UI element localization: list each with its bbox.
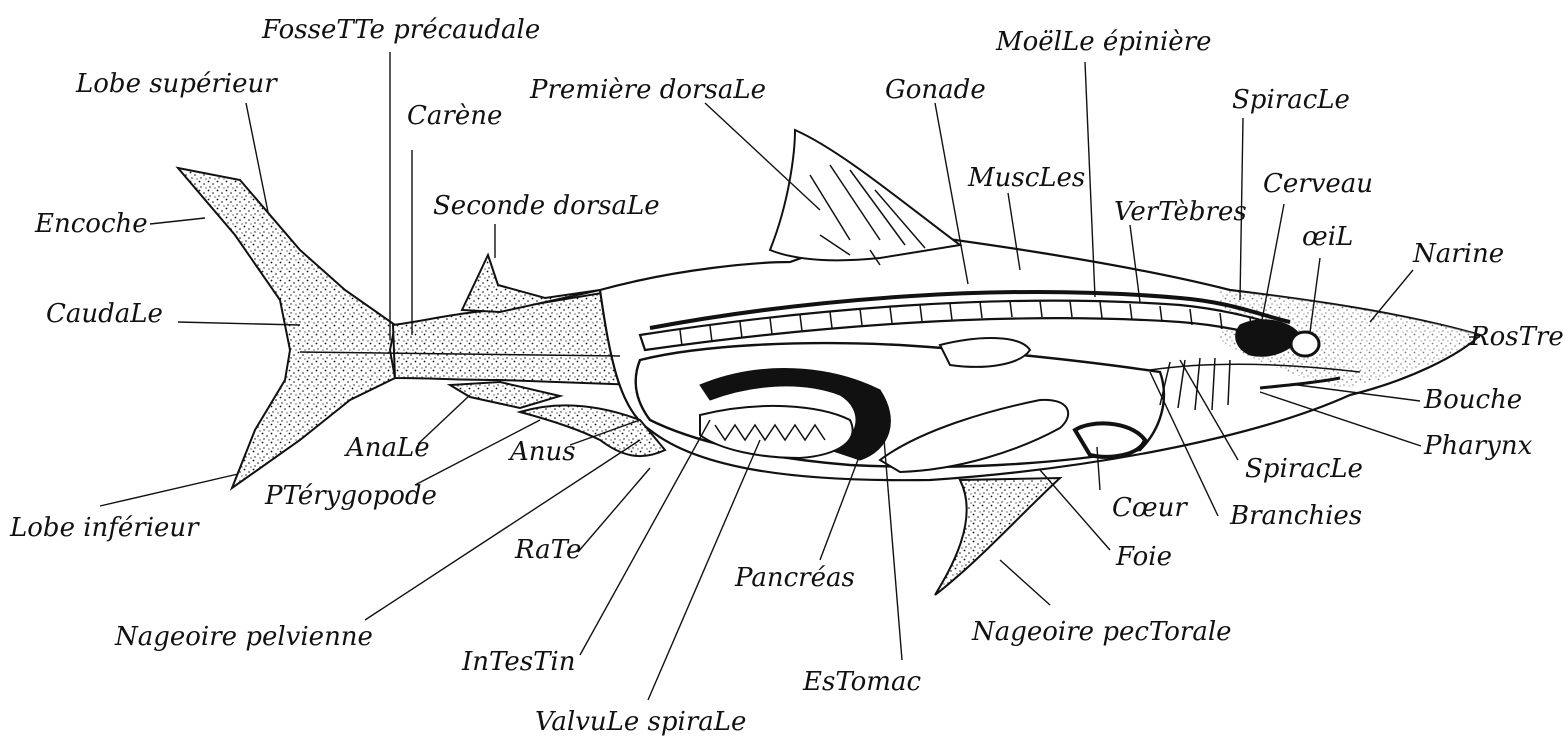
label-estomac: EsTomac xyxy=(802,667,921,697)
label-rostre: RosTre xyxy=(1469,322,1563,352)
label-anale: AnaLe xyxy=(344,433,430,463)
label-branchies: Branchies xyxy=(1229,501,1362,531)
label-nageoire-pelvienne: Nageoire pelvienne xyxy=(114,622,373,652)
label-pterygopode: PTérygopode xyxy=(264,481,437,511)
label-gonade: Gonade xyxy=(885,75,986,105)
label-nageoire-pectorale: Nageoire pecTorale xyxy=(971,617,1232,647)
first-dorsal-fin xyxy=(770,130,960,260)
label-vertebres: VerTèbres xyxy=(1114,197,1247,227)
label-premiere-dorsale: Première dorsaLe xyxy=(529,75,766,105)
label-valvule-spirale: ValvuLe spiraLe xyxy=(535,707,746,737)
label-bouche: Bouche xyxy=(1423,385,1522,415)
label-spiracle-top: SpiracLe xyxy=(1232,85,1350,115)
label-narine: Narine xyxy=(1412,239,1504,269)
label-cerveau: Cerveau xyxy=(1263,169,1373,199)
label-seconde-dorsale: Seconde dorsaLe xyxy=(433,191,660,221)
label-foie: Foie xyxy=(1115,542,1172,572)
label-intestin: InTesTin xyxy=(461,647,575,677)
label-lobe-inferieur: Lobe inférieur xyxy=(9,513,200,543)
label-carene: Carène xyxy=(407,101,502,131)
label-anus: Anus xyxy=(508,437,576,467)
label-moelle-epiniere: MoëlLe épinière xyxy=(995,27,1212,57)
eye xyxy=(1291,332,1319,356)
label-coeur: Cœur xyxy=(1112,493,1188,523)
anal-fin xyxy=(450,382,560,408)
label-fossette-precaudale: FosseTTe précaudale xyxy=(261,15,540,45)
label-muscles: MuscLes xyxy=(967,163,1085,193)
label-caudale: CaudaLe xyxy=(46,299,163,329)
label-rate: RaTe xyxy=(514,535,581,565)
label-spiracle-bottom: SpiracLe xyxy=(1245,454,1363,484)
label-pancreas: Pancréas xyxy=(734,563,855,593)
pectoral-fin xyxy=(935,478,1060,595)
label-pharynx: Pharynx xyxy=(1423,431,1533,461)
label-lobe-superieur: Lobe supérieur xyxy=(75,69,278,99)
label-encoche: Encoche xyxy=(34,209,148,239)
label-oeil: œiL xyxy=(1302,222,1353,252)
